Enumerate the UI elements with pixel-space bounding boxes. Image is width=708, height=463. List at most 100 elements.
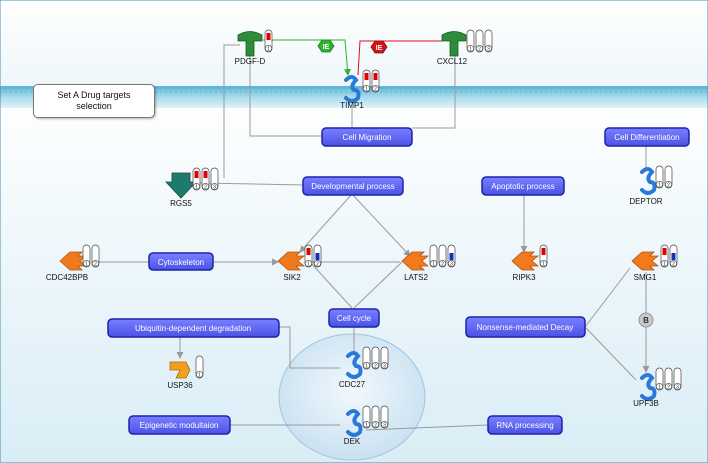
bar-index-circle xyxy=(655,181,663,189)
lats2-node[interactable]: LATS2 xyxy=(401,251,430,282)
svg-text:USP36: USP36 xyxy=(167,381,193,390)
bar-index-circle xyxy=(655,382,663,390)
bar-index-circle xyxy=(484,44,492,52)
svg-text:RGS5: RGS5 xyxy=(170,199,192,208)
bar-index-circle xyxy=(669,259,677,267)
svg-text:DEPTOR: DEPTOR xyxy=(629,197,662,206)
process-developmental[interactable]: Developmental process xyxy=(302,176,404,196)
bar-index-label: 1 xyxy=(85,262,88,268)
svg-text:RIPK3: RIPK3 xyxy=(512,273,536,282)
bar-index-label: 3 xyxy=(213,185,216,191)
nucleus xyxy=(278,333,426,461)
process-rna-processing[interactable]: RNA processing xyxy=(487,415,563,435)
bar-index-label: 1 xyxy=(198,373,201,379)
timp1-node[interactable]: TIMP1 xyxy=(340,75,364,110)
expression-fill xyxy=(306,248,311,255)
process-cell-differentiation[interactable]: Cell Differentiation xyxy=(604,127,690,147)
svg-text:IE: IE xyxy=(376,45,383,52)
edge-dek-rnaprocessing xyxy=(365,424,489,431)
svg-text:UPF3B: UPF3B xyxy=(633,399,659,408)
bar-index-label: 2 xyxy=(374,423,377,429)
bar-index-label: 3 xyxy=(676,385,679,391)
edge-nmd-smg1 xyxy=(584,267,631,328)
bar-index-circle xyxy=(664,382,672,390)
bar-index-circle xyxy=(264,44,272,52)
usp36-node[interactable]: USP36 xyxy=(167,361,193,390)
deptor-node[interactable]: DEPTOR xyxy=(629,167,663,206)
cdc42bpb-node[interactable]: CDC42BPB xyxy=(46,251,88,282)
ligand-icon xyxy=(237,31,263,57)
bar-index-circle xyxy=(202,183,210,191)
bar-index-label: 3 xyxy=(383,364,386,370)
svg-text:CDC27: CDC27 xyxy=(339,380,366,389)
expression-glyph-usp36: 1 xyxy=(195,355,204,379)
bar-index-circle xyxy=(362,420,370,428)
bar-index-label: 3 xyxy=(383,423,386,429)
bar-index-label: 2 xyxy=(667,385,670,391)
protein-icon xyxy=(640,373,657,401)
edge-pdgfd-timp1 xyxy=(263,39,351,76)
bar-index-label: 1 xyxy=(307,262,310,268)
bar-index-circle xyxy=(380,361,388,369)
receptor-icon xyxy=(165,172,197,199)
bar-index-circle xyxy=(475,44,483,52)
expression-fill xyxy=(373,73,378,80)
edge-lats2-cellcycle xyxy=(353,261,403,309)
note-line-2: selection xyxy=(76,101,112,111)
pdgfd-node[interactable]: PDGF-D xyxy=(235,31,266,67)
process-cell-cycle[interactable]: Cell cycle xyxy=(328,308,380,328)
expression-fill xyxy=(315,253,320,260)
ripk3-node[interactable]: RIPK3 xyxy=(511,251,540,282)
b-marker: B xyxy=(638,312,654,328)
process-epigenetic[interactable]: Epigenetic modultaion xyxy=(128,415,231,435)
drug-targets-note: Set A Drug targets selection xyxy=(33,84,155,118)
kinase-icon xyxy=(277,251,306,271)
dek-node[interactable]: DEK xyxy=(344,409,363,446)
upf3b-node[interactable]: UPF3B xyxy=(633,373,659,408)
bar-index-label: 2 xyxy=(441,262,444,268)
cdc27-node[interactable]: CDC27 xyxy=(339,351,366,389)
kinase-icon xyxy=(631,251,660,271)
cxcl12-node[interactable]: CXCL12 xyxy=(437,31,468,67)
sik2-node[interactable]: SIK2 xyxy=(277,251,306,282)
expression-fill xyxy=(266,33,271,40)
bar-index-circle xyxy=(362,85,370,93)
edge-cxcl12-timp1 xyxy=(357,40,442,76)
ligand-icon xyxy=(441,31,467,57)
svg-text:DEK: DEK xyxy=(344,437,361,446)
process-cell-migration[interactable]: Cell Migration xyxy=(321,127,413,147)
bar-index-circle xyxy=(371,420,379,428)
process-nonsense-decay[interactable]: Nonsense-mediated Decay xyxy=(465,316,586,338)
bar-index-circle xyxy=(660,259,668,267)
bar-index-label: 2 xyxy=(316,262,319,268)
svg-text:B: B xyxy=(643,316,649,325)
expression-fill xyxy=(194,171,199,178)
process-ubiquitin-degradation[interactable]: Ubiquitin-dependent degradation xyxy=(107,318,280,338)
svg-text:TIMP1: TIMP1 xyxy=(340,101,364,110)
svg-text:RNA processing: RNA processing xyxy=(496,421,553,430)
edge-pdgfd-migration xyxy=(249,55,322,137)
svg-text:Apoptotic process: Apoptotic process xyxy=(491,182,555,191)
bar-index-circle xyxy=(313,259,321,267)
kinase-icon xyxy=(401,251,430,271)
expression-fill xyxy=(541,248,546,255)
kinase-icon xyxy=(511,251,540,271)
edge-sik2-cellcycle xyxy=(309,261,353,309)
process-cytoskeleton[interactable]: Cytoskeleton xyxy=(148,252,214,271)
bar-index-label: 2 xyxy=(204,185,207,191)
rgs5-node[interactable]: RGS5 xyxy=(165,172,197,208)
protein-icon xyxy=(344,75,361,103)
expression-glyph-ripk3: 1 xyxy=(539,244,548,268)
bar-index-circle xyxy=(92,259,100,267)
svg-text:Cytoskeleton: Cytoskeleton xyxy=(158,258,204,267)
bar-index-circle xyxy=(371,361,379,369)
smg1-node[interactable]: SMG1 xyxy=(631,251,660,282)
bar-index-circle xyxy=(429,259,437,267)
process-apoptotic[interactable]: Apoptotic process xyxy=(481,176,565,196)
